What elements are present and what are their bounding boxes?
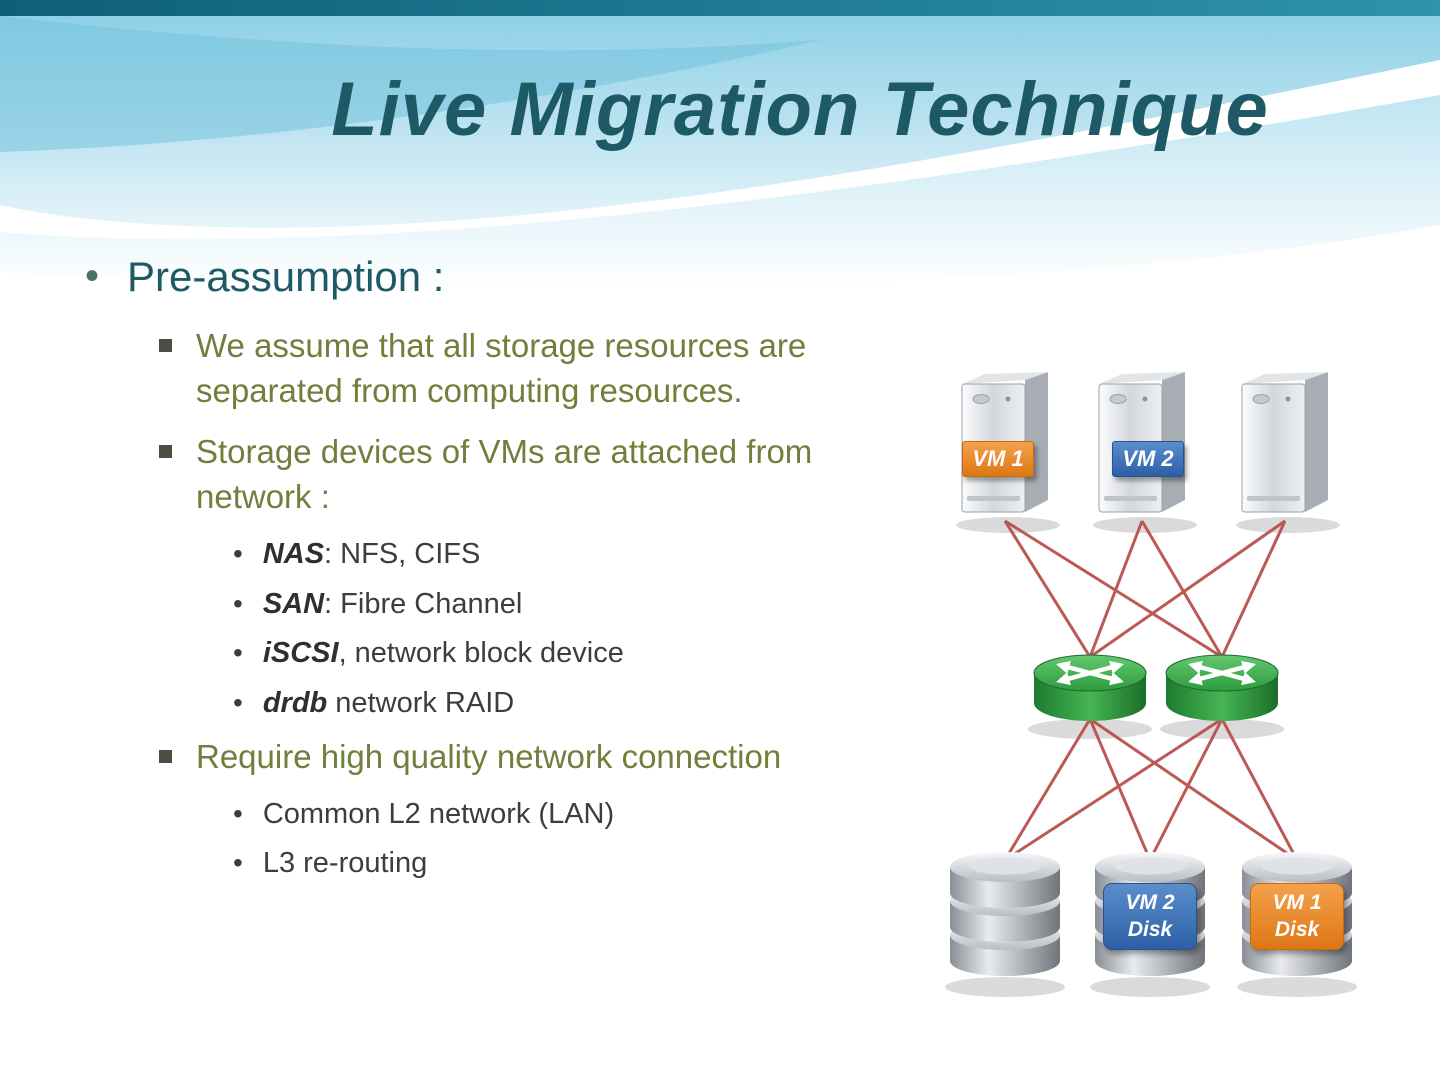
vm2-disk-label: VM 2 Disk [1103,883,1197,950]
bullet-nas: • NAS: NFS, CIFS [233,536,935,574]
vm2-label: VM 2 [1112,441,1184,477]
switch-icon [1166,655,1278,721]
bullet-dot-icon: • [233,797,243,829]
square-bullet-icon [159,445,172,459]
bullet-dot-icon: • [233,587,243,619]
san-text: SAN: Fibre Channel [263,586,523,624]
square-bullet-icon [159,339,172,353]
network-diagram: VM 1 VM 2 VM 2 Disk VM 1 Disk [920,355,1440,1055]
bullet-iscsi: • iSCSI, network block device [233,635,935,673]
drdb-term: drdb [262,686,328,719]
drdb-text: drdb network RAID [263,685,514,723]
switch-storage-links [1003,717,1299,862]
diagram-canvas [945,371,1357,997]
bullet-dot-icon: • [233,847,243,879]
san-rest: : Fibre Channel [324,587,523,620]
san-term: SAN [262,587,325,620]
disk-stack-icon [950,852,1060,976]
iscsi-rest: , network block device [338,637,624,670]
nas-text: NAS: NFS, CIFS [263,536,481,574]
switch-icon [1034,655,1146,721]
slide-title: Live Migration Technique [331,67,1269,152]
bullet-pre-assumption: • Pre-assumption : [85,252,935,302]
heading-text: Pre-assumption : [127,253,445,300]
square-bullet-icon [159,749,172,763]
iscsi-text: iSCSI, network block device [263,635,624,673]
bullet-dot-icon: • [233,637,243,669]
iscsi-term: iSCSI [262,637,339,670]
assumption2-text: Storage devices of VMs are attached from… [196,433,813,516]
slide-body: • Pre-assumption : We assume that all st… [85,252,935,895]
server-icon [1241,371,1329,513]
bullet-storage-attached: Storage devices of VMs are attached from… [159,430,935,520]
assumption1-text: We assume that all storage resources are… [196,327,807,410]
drdb-rest: network RAID [327,686,515,719]
bullet-dot-icon: • [233,686,243,718]
server-switch-links [1003,519,1287,659]
vm1-label: VM 1 [962,441,1034,477]
nas-term: NAS [262,537,325,570]
shadows [945,517,1357,997]
bullet-l2-network: • Common L2 network (LAN) [233,796,935,834]
bullet-drdb: • drdb network RAID [233,685,935,723]
bullet-san: • SAN: Fibre Channel [233,586,935,624]
bullet-dot-icon: • [85,254,100,298]
l3-rerouting-text: L3 re-routing [262,847,428,880]
l2-network-text: Common L2 network (LAN) [262,797,615,830]
bullet-network-requirement: Require high quality network connection [159,735,935,780]
bullet-l3-rerouting: • L3 re-routing [233,845,935,883]
vm1-disk-label: VM 1 Disk [1250,883,1344,950]
requirement-text: Require high quality network connection [196,737,782,775]
bullet-dot-icon: • [233,537,243,569]
nas-rest: : NFS, CIFS [324,537,481,570]
header-banner: Live Migration Technique [0,0,1440,310]
bullet-storage-separated: We assume that all storage resources are… [159,324,935,414]
wave-background [0,0,1440,289]
